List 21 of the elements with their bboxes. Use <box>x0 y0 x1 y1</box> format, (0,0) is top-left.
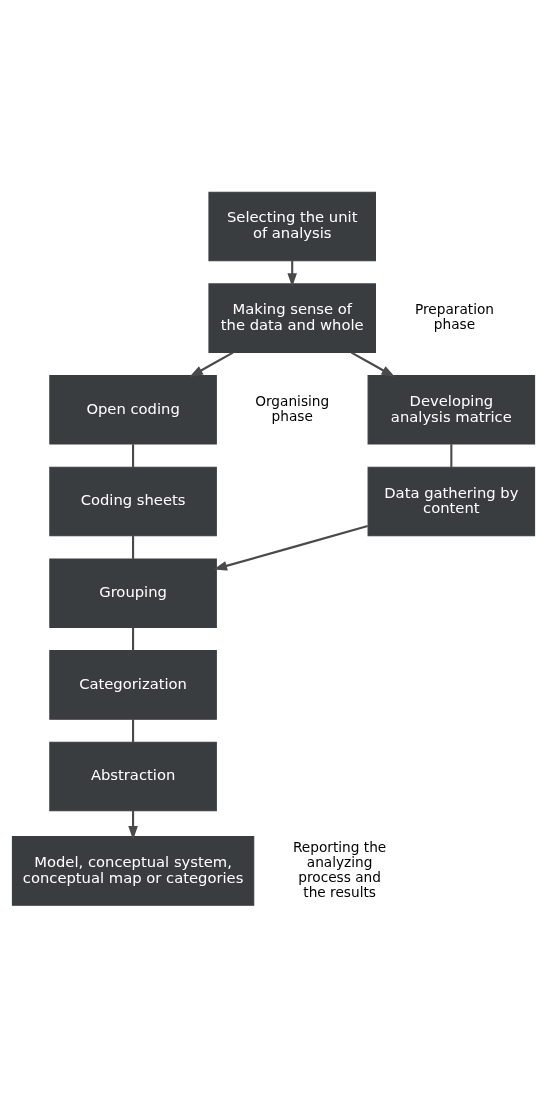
node-box: Selecting the unit of analysis <box>208 191 376 262</box>
node-box: Grouping <box>49 558 217 628</box>
connector <box>132 444 135 468</box>
node-box: Coding sheets <box>49 466 217 537</box>
node-box: Making sense of the data and whole <box>208 283 376 353</box>
connector <box>132 627 135 651</box>
node-box: Data gathering by content <box>367 466 536 537</box>
label: Organising phase <box>255 393 330 424</box>
connector <box>450 444 453 468</box>
node-box: Open coding <box>49 375 217 445</box>
label: Reporting the analyzing process and the results <box>292 839 387 900</box>
arrow <box>350 351 396 378</box>
connector <box>132 719 135 743</box>
node-box: Categorization <box>49 650 217 720</box>
node-box: Model, conceptual system, conceptual map or categories <box>11 836 255 906</box>
label: Preparation phase <box>414 301 495 333</box>
node-box: Abstraction <box>49 741 217 812</box>
node-box: Developing analysis matrice <box>367 375 536 445</box>
arrow <box>213 525 368 571</box>
connector <box>132 535 135 559</box>
arrow <box>189 351 234 378</box>
